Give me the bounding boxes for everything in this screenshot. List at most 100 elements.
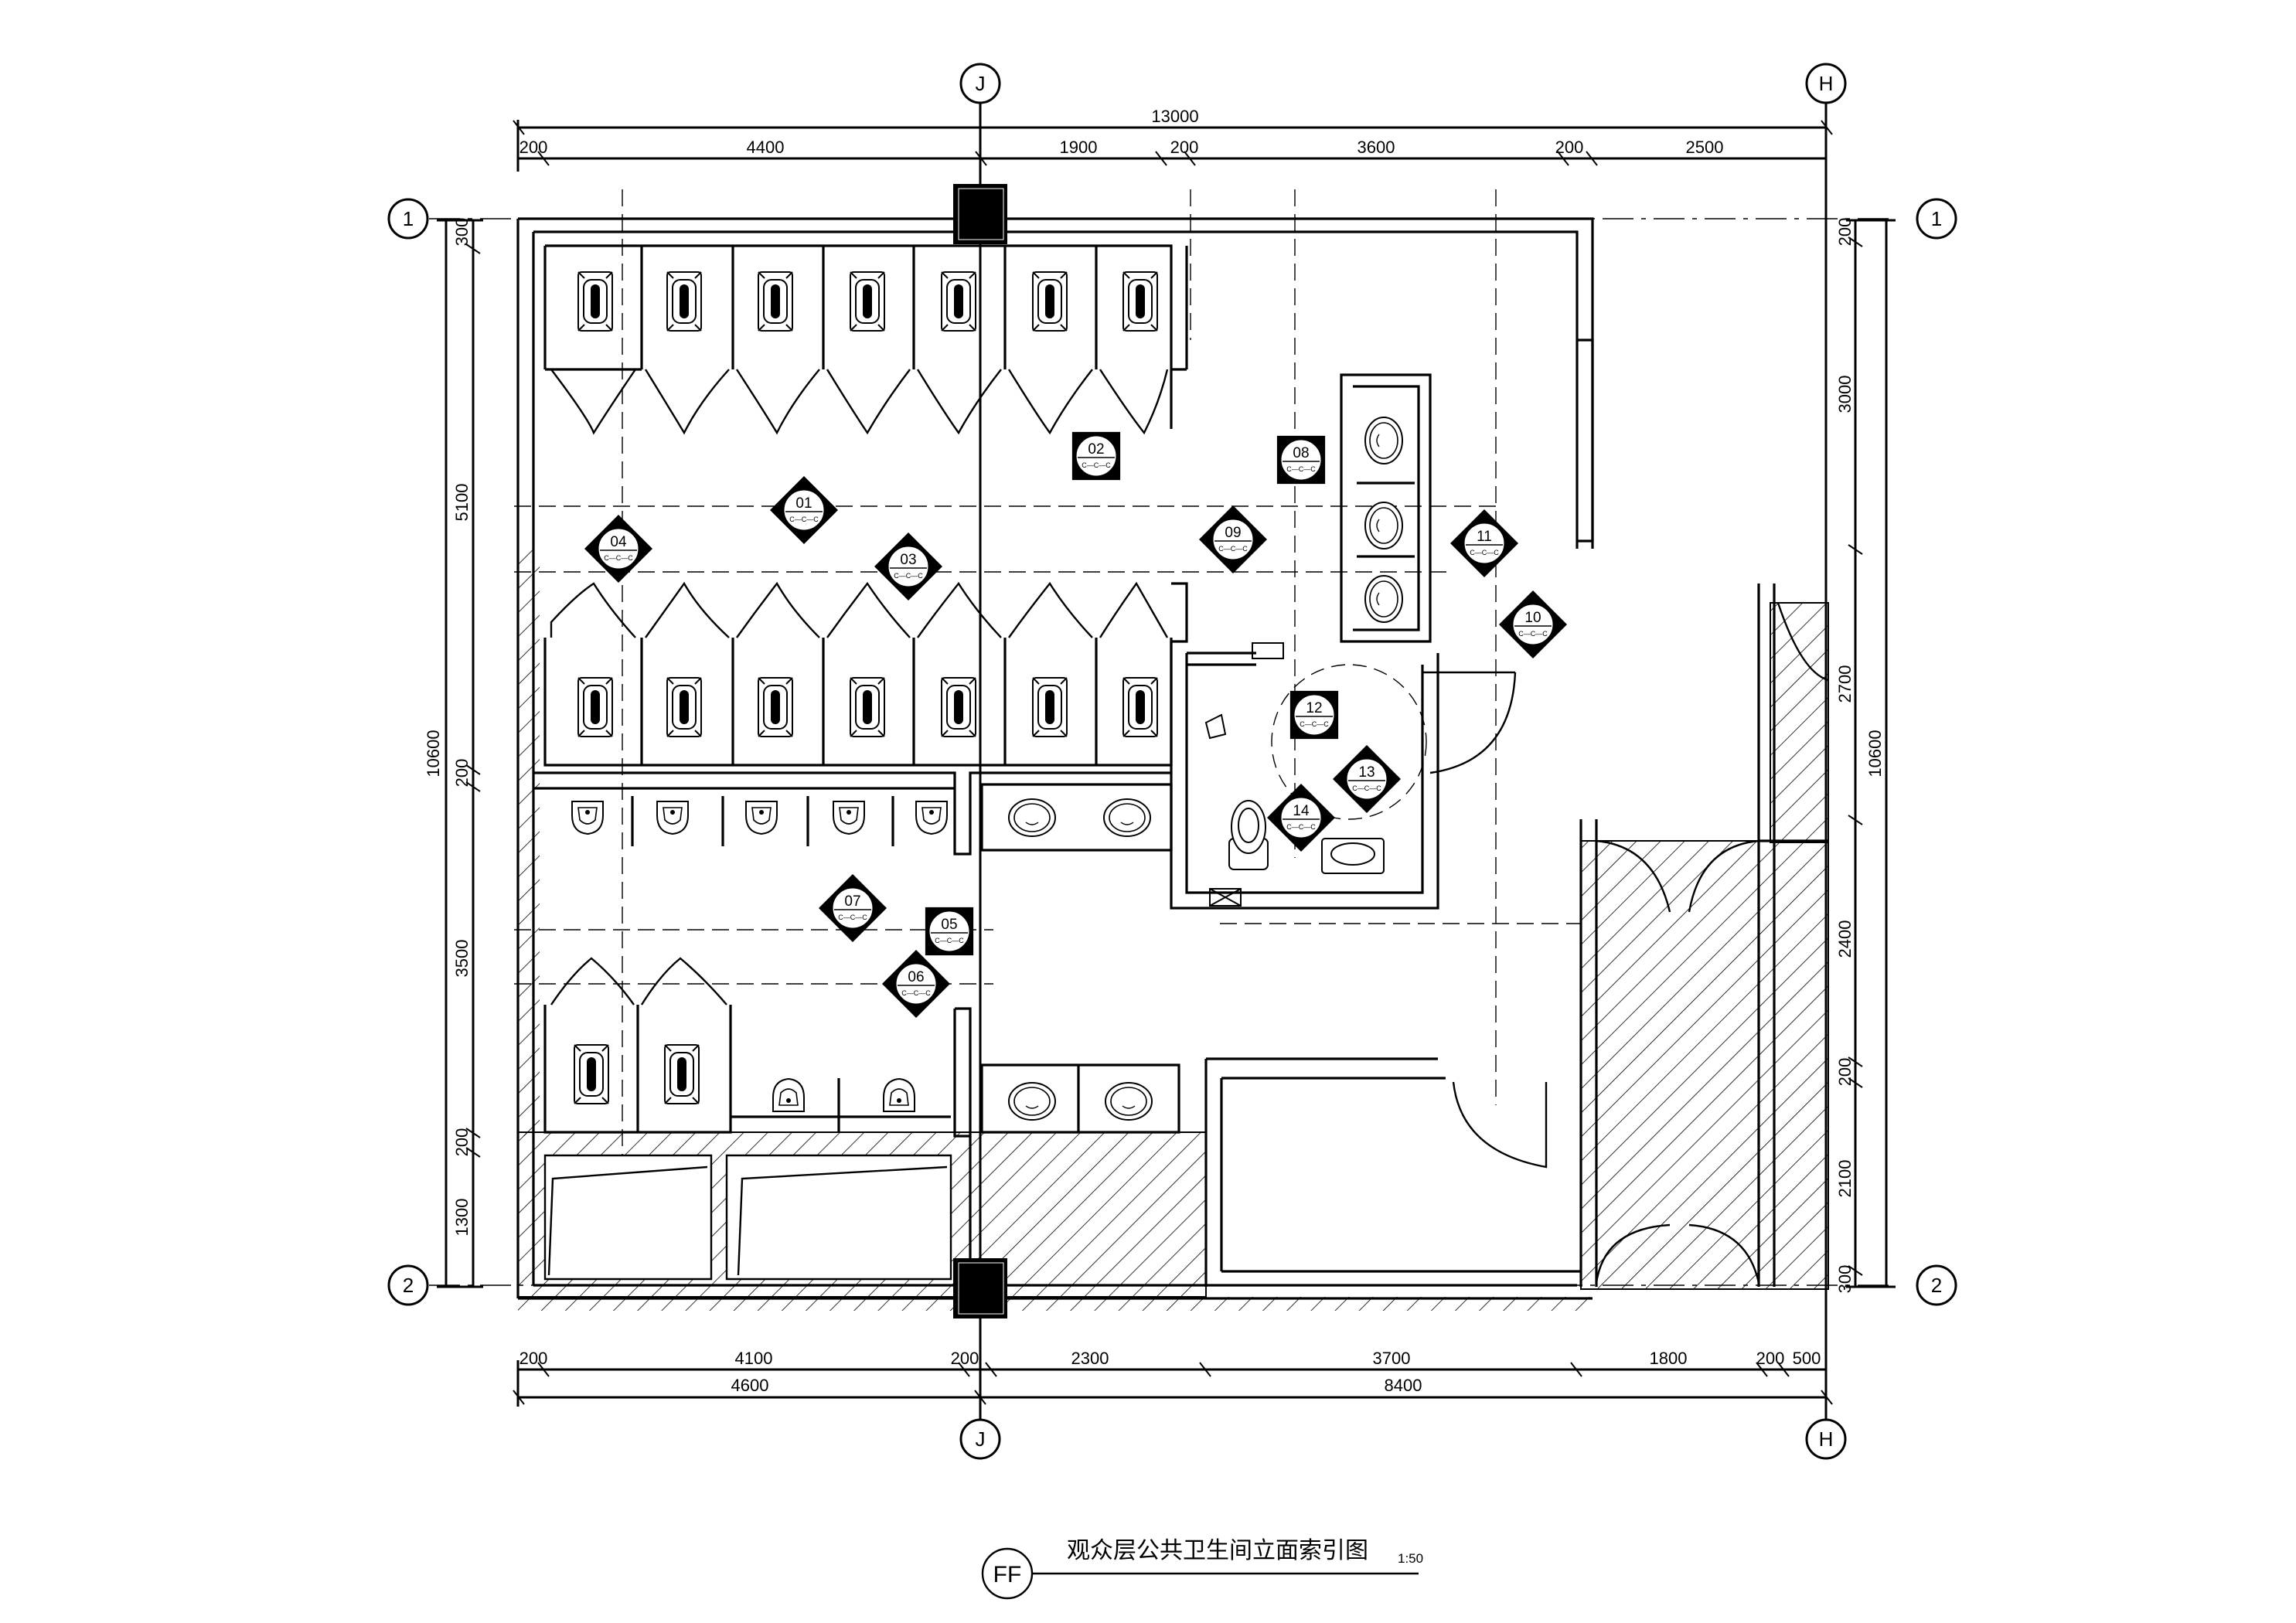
elevation-marker-number: 09: [1225, 525, 1241, 541]
elevation-marker-sheet-ref: C—C—C: [1470, 549, 1499, 556]
dim-right-5: 200: [1835, 1058, 1855, 1087]
grid-bubble-h-top: H: [1805, 63, 1847, 104]
elevation-marker-07: 07C—C—C: [819, 874, 887, 942]
dim-top-1: 200: [519, 138, 548, 157]
dim-top-total: 13000: [1151, 107, 1198, 126]
dim-left-3: 200: [452, 759, 472, 788]
dim-left-4: 3500: [452, 940, 472, 978]
squat-toilets-top-row: [577, 271, 1158, 332]
dim-right-total: 10600: [1865, 730, 1885, 777]
svg-text:J: J: [976, 1427, 986, 1451]
walls: [516, 217, 1828, 1300]
dashed-reference-lines: [514, 189, 1581, 1175]
elevation-marker-02: 02C—C—C: [1071, 431, 1121, 481]
elevation-marker-sheet-ref: C—C—C: [789, 515, 819, 523]
elevation-marker-12: 12C—C—C: [1289, 690, 1339, 740]
grid-bubble-j-top: J: [959, 63, 1001, 104]
elevation-marker-08: 08C—C—C: [1276, 435, 1326, 485]
elevation-marker-10: 10C—C—C: [1499, 590, 1567, 658]
svg-text:H: H: [1819, 72, 1834, 95]
elevation-marker-13: 13C—C—C: [1333, 745, 1401, 813]
svg-text:J: J: [976, 72, 986, 95]
elevation-marker-number: 11: [1477, 529, 1492, 545]
dim-top-3: 1900: [1060, 138, 1098, 157]
dim-right-6: 2100: [1835, 1160, 1855, 1198]
elevation-markers: 01C—C—C02C—C—C03C—C—C04C—C—C05C—C—C06C—C…: [584, 431, 1567, 1018]
title-code: FF: [993, 1562, 1022, 1587]
elevation-marker-sheet-ref: C—C—C: [1352, 784, 1381, 792]
elevation-marker-sheet-ref: C—C—C: [838, 914, 867, 921]
svg-text:1: 1: [1931, 207, 1942, 230]
elevation-marker-04: 04C—C—C: [584, 515, 652, 583]
dim-bottom-3: 200: [951, 1349, 979, 1368]
elevation-marker-06: 06C—C—C: [882, 950, 950, 1018]
elevation-marker-03: 03C—C—C: [874, 532, 942, 601]
doors: [550, 369, 1829, 1284]
elevation-marker-number: 08: [1293, 445, 1309, 461]
elevation-marker-sheet-ref: C—C—C: [894, 572, 923, 580]
elevation-marker-09: 09C—C—C: [1199, 505, 1267, 573]
elevation-marker-14: 14C—C—C: [1267, 784, 1335, 852]
svg-text:1: 1: [403, 207, 414, 230]
elevation-marker-number: 03: [900, 552, 916, 568]
dim-bottom-4: 2300: [1071, 1349, 1109, 1368]
top-dimension-chain: [513, 120, 1833, 172]
dim-top-2: 4400: [747, 138, 785, 157]
bottom-dimension-chain: [513, 1360, 1833, 1407]
elevation-marker-sheet-ref: C—C—C: [935, 937, 964, 944]
dim-right-7: 300: [1835, 1265, 1855, 1294]
elevation-marker-number: 01: [795, 495, 812, 512]
grid-bubble-2-right: 2: [1916, 1264, 1957, 1306]
grid-bubble-1-right: 1: [1916, 198, 1957, 240]
left-dimension-chain: [437, 219, 483, 1288]
dim-top-4: 200: [1170, 138, 1199, 157]
svg-text:2: 2: [1931, 1274, 1942, 1297]
dim-top-7: 2500: [1686, 138, 1724, 157]
elevation-marker-number: 14: [1293, 803, 1310, 819]
title-block: FF 观众层公共卫生间立面索引图 1:50: [981, 1538, 1423, 1600]
elevation-marker-number: 10: [1524, 610, 1541, 626]
elevation-marker-sheet-ref: C—C—C: [1300, 720, 1329, 728]
elevation-marker-number: 13: [1358, 764, 1375, 781]
elevation-marker-sheet-ref: C—C—C: [901, 989, 931, 997]
dim-right-4: 2400: [1835, 920, 1855, 958]
dim-top-6: 200: [1555, 138, 1584, 157]
dimension-labels: 13000 200 4400 1900 200 3600 200 2500 20…: [424, 107, 1885, 1395]
dim-bottom-total-2: 8400: [1385, 1376, 1422, 1395]
squat-toilets-middle-row: [577, 677, 1158, 737]
dim-left-2: 5100: [452, 484, 472, 522]
drawing-scale: 1:50: [1398, 1551, 1423, 1566]
elevation-marker-number: 05: [941, 917, 957, 933]
dim-right-1: 200: [1835, 218, 1855, 247]
grid-bubble-j-bottom: J: [959, 1418, 1001, 1460]
grid-bubbles: J H J H 1 1 2 2: [387, 63, 1957, 1460]
dim-right-2: 3000: [1835, 376, 1855, 413]
dim-left-6: 1300: [452, 1199, 472, 1237]
grid-bubble-1-left: 1: [387, 198, 429, 240]
urinals-row: [571, 801, 948, 835]
elevation-marker-sheet-ref: C—C—C: [604, 554, 633, 562]
elevation-marker-01: 01C—C—C: [770, 476, 838, 544]
dim-left-total: 10600: [424, 730, 443, 777]
elevation-marker-sheet-ref: C—C—C: [1518, 630, 1548, 638]
elevation-marker-number: 02: [1088, 441, 1104, 458]
elevation-marker-number: 12: [1306, 700, 1322, 716]
svg-text:H: H: [1819, 1427, 1834, 1451]
dim-bottom-7: 200: [1756, 1349, 1785, 1368]
elevation-marker-sheet-ref: C—C—C: [1082, 461, 1111, 469]
accessible-wc-fixtures: [1204, 642, 1427, 907]
dim-bottom-total-1: 4600: [731, 1376, 769, 1395]
urinals-lower: [772, 1078, 915, 1112]
structural-columns: [953, 184, 1007, 1318]
right-dimension-chain: [1846, 219, 1896, 1288]
drawing-title: 观众层公共卫生间立面索引图: [1067, 1538, 1368, 1563]
dim-bottom-2: 4100: [735, 1349, 773, 1368]
elevation-marker-11: 11C—C—C: [1450, 509, 1518, 577]
elevation-marker-sheet-ref: C—C—C: [1286, 465, 1316, 473]
elevation-marker-05: 05C—C—C: [925, 907, 974, 956]
grid-bubble-2-left: 2: [387, 1264, 429, 1306]
elevation-marker-sheet-ref: C—C—C: [1286, 823, 1316, 831]
dim-bottom-1: 200: [519, 1349, 548, 1368]
dim-bottom-8: 500: [1793, 1349, 1821, 1368]
